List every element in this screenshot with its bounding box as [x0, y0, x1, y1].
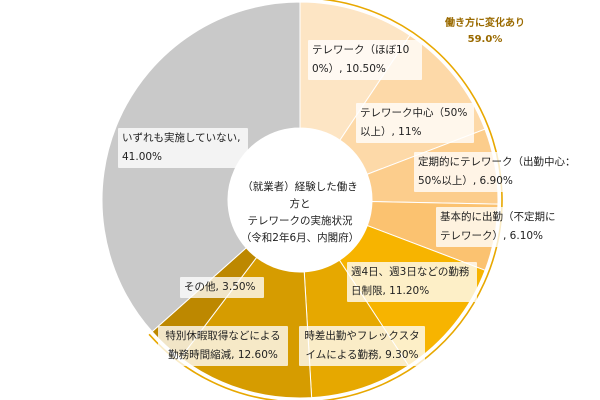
- slice-label-1: テレワーク（ほぼ100%）, 10.50%: [308, 40, 422, 80]
- center-line-3: （令和2年6月、内閣府）: [240, 232, 360, 244]
- slice-label-7: 特別休暇取得などによる勤務時間縮減, 12.60%: [158, 326, 288, 366]
- group-arc-outline: [148, 0, 503, 400]
- center-line-1: （就業者）経験した働き方と: [242, 181, 358, 210]
- slice-label-2: テレワーク中心（50%以上）, 11%: [356, 103, 474, 143]
- group-label: 働き方に変化あり 59.0%: [430, 16, 540, 48]
- center-label: （就業者）経験した働き方と テレワークの実施状況 （令和2年6月、内閣府）: [238, 179, 362, 247]
- slice-label-4: 基本的に出勤（不定期にテレワーク）, 6.10%: [436, 207, 564, 247]
- slice-label-3: 定期的にテレワーク（出勤中心：50%以上）, 6.90%: [414, 152, 586, 192]
- slice-label-9: いずれも実施していない, 41.00%: [118, 128, 248, 168]
- slice-label-8: その他, 3.50%: [180, 277, 264, 298]
- slice-label-6: 時差出勤やフレックスタイムによる勤務, 9.30%: [299, 326, 425, 366]
- group-label-text: 働き方に変化あり: [445, 18, 525, 29]
- group-label-value: 59.0%: [467, 34, 503, 45]
- slice-label-5: 週4日、週3日などの勤務日制限, 11.20%: [347, 262, 477, 302]
- center-line-2: テレワークの実施状況: [247, 215, 353, 227]
